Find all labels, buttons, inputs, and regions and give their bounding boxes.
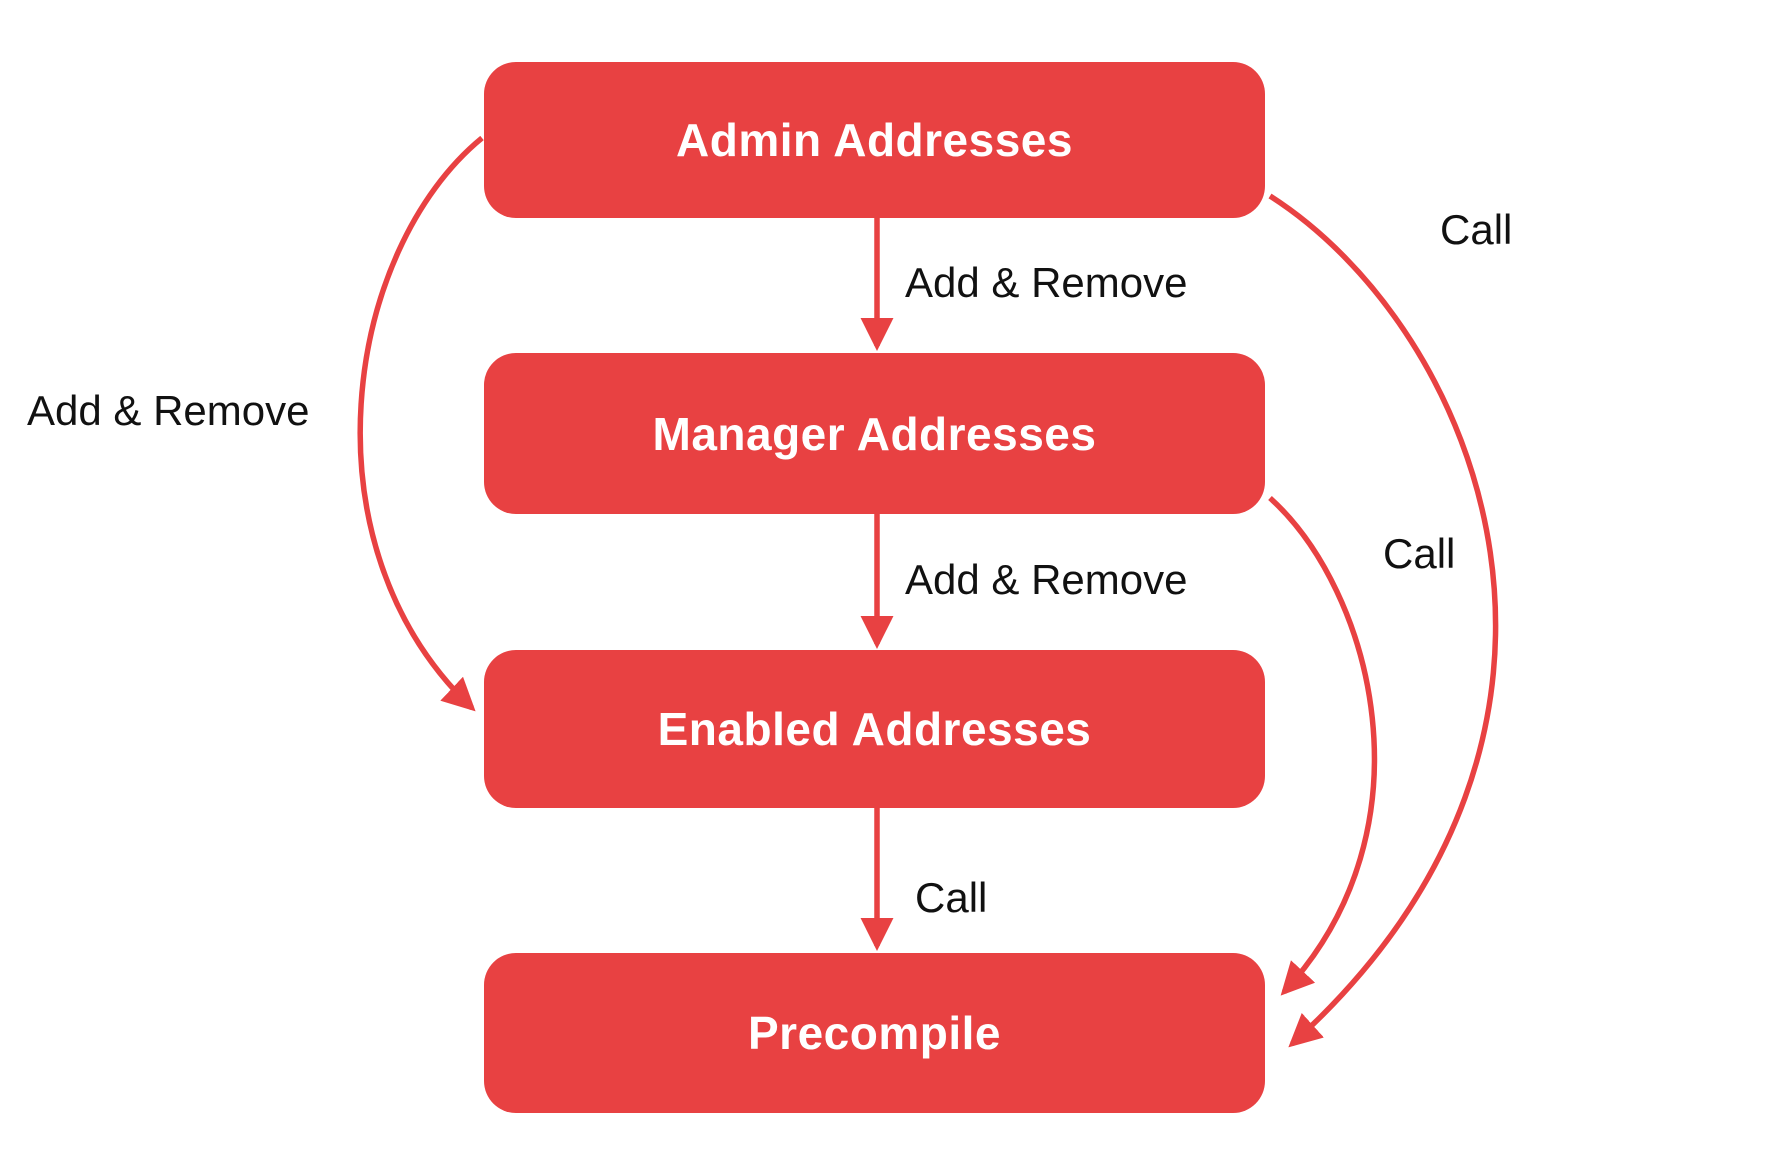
edge-label-admin-precompile-call: Call [1440, 206, 1513, 253]
edge-label-manager-enabled-add-remove: Add & Remove [905, 556, 1188, 603]
node-manager-addresses-label: Manager Addresses [652, 407, 1097, 460]
edge-label-admin-manager-add-remove: Add & Remove [905, 259, 1188, 306]
edge-label-manager-precompile-call: Call [1383, 530, 1456, 577]
node-precompile-label: Precompile [748, 1007, 1001, 1059]
arrow-admin-to-precompile [1268, 193, 1499, 1048]
arrow-manager-to-precompile [1268, 495, 1378, 996]
node-precompile: Precompile [484, 953, 1265, 1113]
node-admin-addresses: Admin Addresses [484, 62, 1265, 218]
node-admin-addresses-label: Admin Addresses [676, 114, 1073, 166]
node-manager-addresses: Manager Addresses [484, 353, 1265, 514]
arrow-admin-to-enabled [357, 135, 484, 712]
node-enabled-addresses-label: Enabled Addresses [657, 703, 1092, 755]
edge-label-admin-enabled-add-remove: Add & Remove [27, 387, 310, 434]
edge-label-enabled-precompile-call: Call [915, 874, 988, 921]
node-enabled-addresses: Enabled Addresses [484, 650, 1265, 808]
